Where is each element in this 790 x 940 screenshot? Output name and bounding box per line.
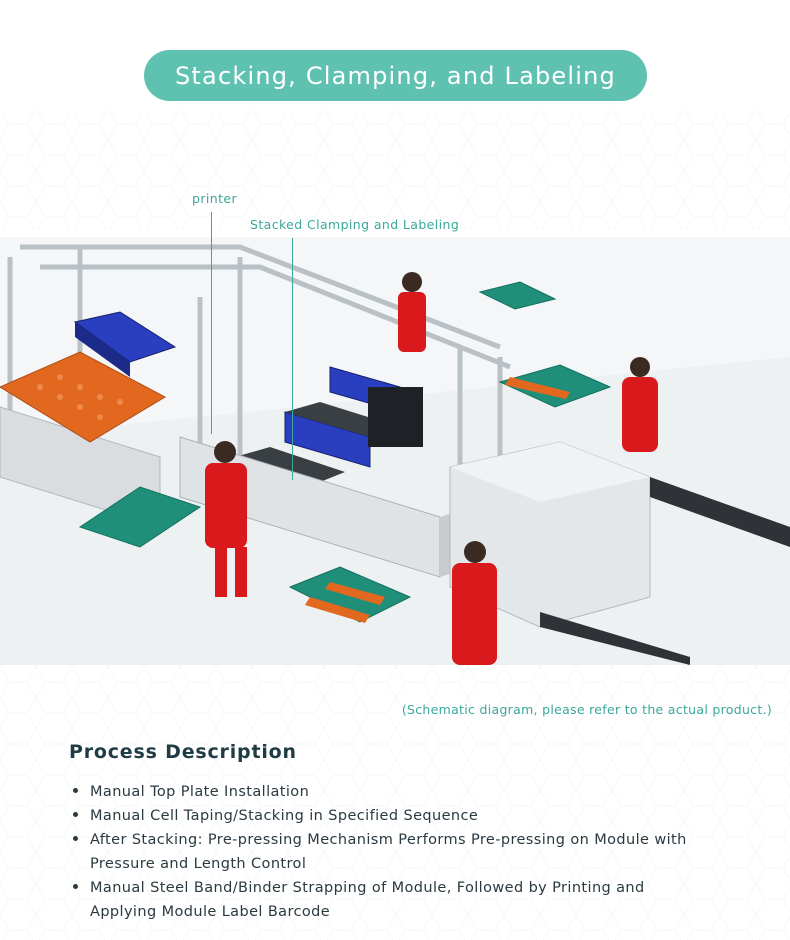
process-step: Manual Top Plate Installation xyxy=(70,780,710,804)
monitor xyxy=(368,387,423,447)
process-step: Manual Cell Taping/Stacking in Specified… xyxy=(70,804,710,828)
process-steps-list: Manual Top Plate Installation Manual Cel… xyxy=(70,780,710,924)
process-description-title: Process Description xyxy=(69,741,297,763)
chain-conveyors xyxy=(540,477,790,665)
process-step: After Stacking: Pre-pressing Mechanism P… xyxy=(70,828,710,876)
workers xyxy=(205,272,658,665)
callout-stacked-line xyxy=(292,238,293,480)
production-line-illustration xyxy=(0,237,790,665)
callout-stacked-clamping: Stacked Clamping and Labeling xyxy=(250,217,460,232)
page-title: Stacking, Clamping, and Labeling xyxy=(144,50,647,101)
process-step: Manual Steel Band/Binder Strapping of Mo… xyxy=(70,876,710,924)
orange-tray xyxy=(0,351,167,443)
callout-printer: printer xyxy=(192,191,237,206)
schematic-note: (Schematic diagram, please refer to the … xyxy=(401,702,772,717)
callout-printer-line xyxy=(211,212,212,434)
